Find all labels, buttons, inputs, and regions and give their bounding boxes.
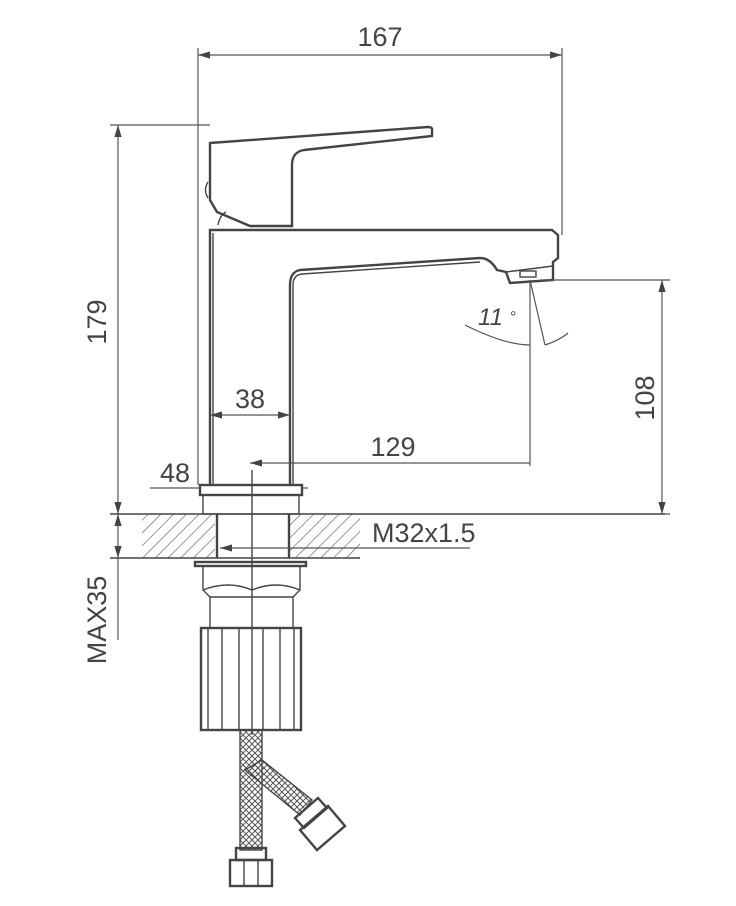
fixing-nut bbox=[202, 566, 301, 628]
degree-symbol: ° bbox=[510, 309, 516, 326]
handle-lever bbox=[208, 125, 434, 228]
dimension-lines bbox=[110, 48, 670, 640]
faucet-body bbox=[193, 125, 560, 735]
dim-spout-reach: 129 bbox=[370, 432, 415, 462]
hose-nut-angled bbox=[298, 804, 347, 852]
dim-spout-angle: 11 bbox=[478, 304, 503, 331]
aerator bbox=[519, 270, 537, 278]
thread-label: M32x1.5 bbox=[372, 518, 476, 548]
dim-body-width: 38 bbox=[235, 384, 265, 414]
dim-overall-width: 167 bbox=[357, 22, 402, 52]
dim-overall-height: 179 bbox=[82, 299, 112, 344]
ribbed-sleeve bbox=[199, 626, 303, 732]
dim-base-width: 48 bbox=[160, 458, 190, 488]
base-flange bbox=[198, 483, 304, 497]
hose-nut bbox=[228, 858, 274, 888]
spout bbox=[208, 228, 560, 485]
supply-hoses bbox=[228, 729, 347, 888]
washer bbox=[193, 560, 308, 568]
dim-max-thickness: MAX35 bbox=[82, 576, 112, 665]
dim-spout-height: 108 bbox=[630, 375, 660, 420]
